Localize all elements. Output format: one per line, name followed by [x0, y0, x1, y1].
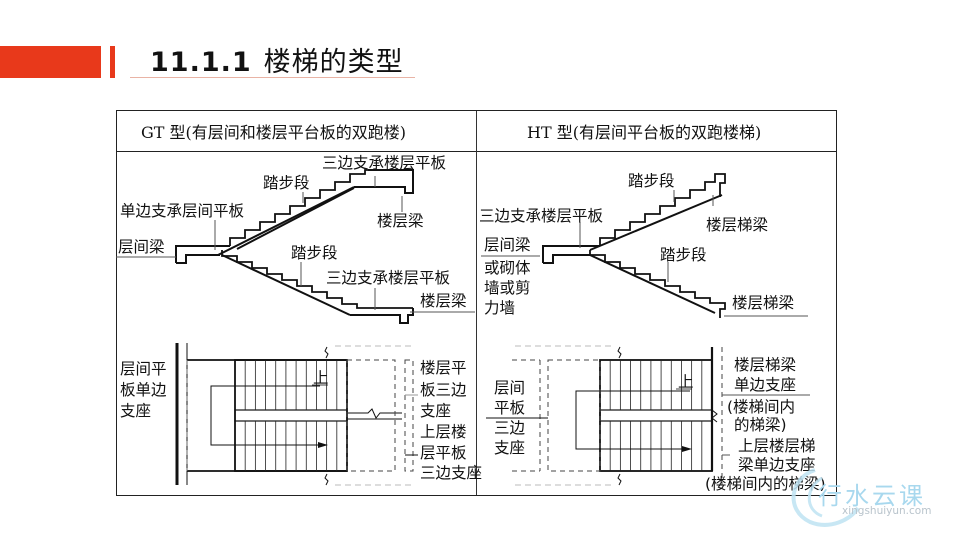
ht-label-upper-flight: 踏步段	[628, 172, 675, 190]
gt-label-landing-slab: 单边支承层间平板	[120, 202, 244, 220]
gt-plan-right-bottom-3: 三边支座	[420, 464, 482, 482]
ht-plan-right-top-2: 单边支座	[734, 376, 796, 394]
ht-plan-right-bottom-3: (楼梯间内的梯梁)	[705, 475, 826, 493]
gt-bottom-slab	[350, 308, 414, 324]
ht-plan-well	[599, 409, 713, 422]
gt-plan-well	[234, 409, 348, 422]
gt-plan-up-mark: 上	[313, 369, 329, 387]
gt-lower-steps	[221, 250, 413, 309]
gt-label-top-slab: 三边支承楼层平板	[322, 154, 446, 172]
ht-section-drawing	[542, 173, 726, 318]
title-accent-divider	[110, 46, 115, 78]
gt-label-bottom-beam: 楼层梁	[420, 292, 467, 310]
gt-label-landing-beam: 层间梁	[118, 238, 165, 256]
gt-plan-walk-line	[210, 385, 325, 446]
ht-plan-landing-outline	[547, 359, 601, 472]
ht-plan-right-mid-2: 的梯梁)	[734, 416, 787, 434]
gt-plan-right-top-3: 支座	[420, 402, 451, 420]
gt-label-upper-flight: 踏步段	[263, 174, 310, 192]
ht-plan-left-top-2: 平板	[494, 399, 525, 417]
ht-plan-up-mark: 上	[678, 373, 694, 391]
ht-lower-soffit	[589, 254, 716, 314]
ht-upper-steps	[599, 173, 726, 246]
gt-plan-right-top-1: 楼层平	[420, 359, 467, 377]
ht-plan-right-mid-1: (楼梯间内	[727, 398, 795, 416]
ht-section-leaders	[481, 190, 808, 317]
ht-plan-arrow	[682, 446, 692, 452]
gt-lower-soffit	[221, 254, 351, 316]
ht-label-bottom-beam: 楼层梯梁	[732, 294, 794, 312]
ht-plan-drawing	[486, 345, 810, 486]
gt-plan-upper-slab-outline	[346, 359, 396, 472]
gt-plan-left-line-1: 层间平	[120, 360, 167, 378]
gt-upper-soffit	[236, 187, 355, 250]
gt-plan-right-bottom-2: 层平板	[420, 444, 467, 462]
column-divider	[476, 111, 477, 495]
gt-upper-soffit2	[217, 186, 355, 256]
gt-column-header: GT 型(有层间和楼层平台板的双跑楼)	[141, 123, 407, 142]
title-underline	[130, 77, 415, 78]
ht-label-landing-slab: 三边支承楼层平板	[479, 207, 603, 225]
gt-upper-steps	[229, 169, 368, 246]
ht-column-header: HT 型(有层间平台板的双跑楼梯)	[527, 123, 762, 142]
ht-label-landing-beam: 层间梁	[484, 236, 531, 254]
ht-landing-slab	[542, 245, 600, 264]
ht-plan-right-top-1: 楼层梯梁	[734, 356, 796, 374]
gt-top-slab	[354, 169, 414, 194]
watermark-name: 行水云课	[818, 482, 926, 510]
ht-plan-stair-box	[599, 359, 713, 472]
ht-label-support-line-3: 力墙	[484, 299, 515, 317]
ht-label-lower-flight: 踏步段	[660, 246, 707, 264]
gt-plan-left-line-2: 板单边	[120, 381, 167, 399]
gt-plan-left-line-3: 支座	[120, 402, 151, 420]
ht-plan-left-bottom-1: 三边	[494, 419, 526, 437]
ht-upper-soffit	[589, 194, 723, 251]
gt-label-lower-flight: 踏步段	[291, 244, 338, 262]
gt-section-drawing	[175, 169, 414, 324]
gt-section-leaders	[116, 176, 475, 313]
stair-types-table: GT 型(有层间和楼层平台板的双跑楼) HT 型(有层间平台板的双跑楼梯)	[116, 110, 837, 496]
ht-plan-walk-line	[575, 390, 690, 450]
section-title: 楼梯的类型	[263, 47, 404, 78]
watermark-url: xingshuiyun.com	[842, 505, 932, 517]
gt-plan-right-top-2: 板三边	[420, 381, 467, 399]
ht-plan-left-top-1: 层间	[494, 379, 525, 397]
gt-plan-arrow	[318, 442, 328, 448]
title-accent-bar	[0, 46, 101, 78]
gt-plan-right-bottom-1: 上层楼	[420, 423, 467, 441]
slide-title: 11.1.1 楼梯的类型	[150, 40, 404, 79]
ht-plan-left-bottom-2: 支座	[494, 439, 525, 457]
gt-landing-slab	[175, 245, 220, 264]
watermark-logo-icon	[791, 468, 860, 527]
ht-label-top-beam: 楼层梯梁	[706, 216, 768, 234]
ht-plan-right-bottom-2: 梁单边支座	[738, 456, 816, 474]
gt-plan-stair-box	[234, 359, 348, 472]
ht-plan-right-bottom-1: 上层楼层梯	[738, 437, 816, 455]
ht-label-support-line-1: 或砌体	[484, 259, 531, 277]
ht-lower-steps	[589, 250, 726, 318]
gt-label-top-beam: 楼层梁	[377, 212, 424, 230]
gt-plan-drawing	[175, 343, 418, 486]
section-number: 11.1.1	[150, 47, 252, 78]
ht-label-support-line-2: 墙或剪	[484, 279, 531, 297]
gt-label-bottom-slab: 三边支承楼层平板	[326, 269, 450, 287]
